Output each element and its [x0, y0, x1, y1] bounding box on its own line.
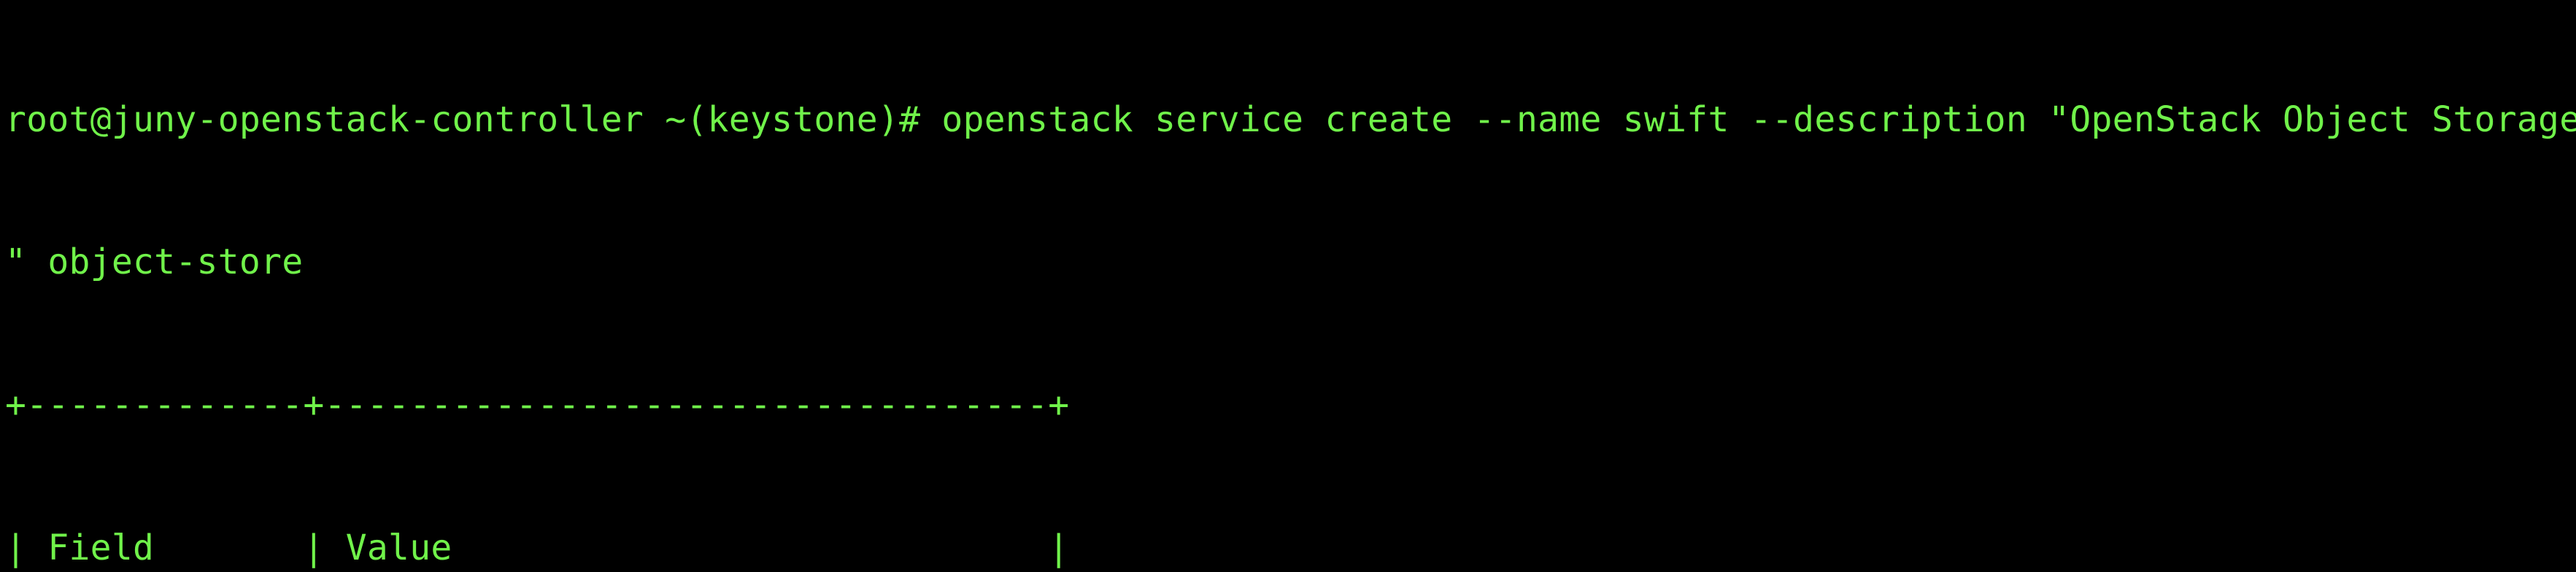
table-header-row: | Field | Value |	[5, 527, 1070, 569]
command-line-wrap: " object-store	[5, 241, 304, 283]
command-line: root@juny-openstack-controller ~(keyston…	[5, 98, 2576, 140]
table-border-top: +-------------+-------------------------…	[5, 384, 1070, 426]
